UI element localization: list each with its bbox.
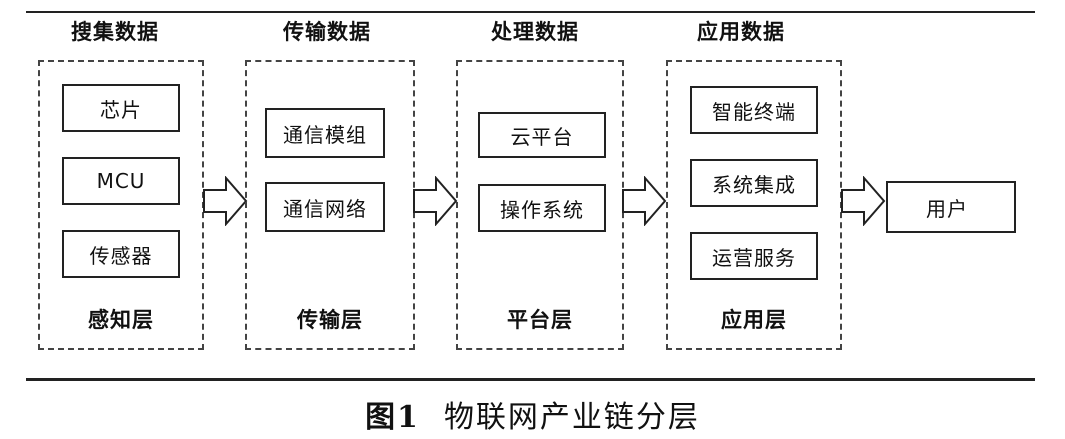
arrow-right-icon <box>413 176 458 226</box>
box-system-integration: 系统集成 <box>690 159 818 207</box>
bottom-rule <box>26 378 1035 381</box>
box-sensor: 传感器 <box>62 230 180 278</box>
figure-caption-text: 物联网产业链分层 <box>443 400 700 435</box>
box-cloud-platform: 云平台 <box>478 112 606 158</box>
figure-number: 图1 <box>365 400 420 435</box>
column-title-collect: 搜集数据 <box>71 20 159 44</box>
box-chip: 芯片 <box>62 84 180 132</box>
column-title-apply: 应用数据 <box>697 20 785 44</box>
arrow-right-icon <box>622 176 667 226</box>
layer-perception: 芯片 MCU 传感器 感知层 <box>38 60 204 350</box>
layer-transmission: 通信模组 通信网络 传输层 <box>245 60 415 350</box>
box-operation-service: 运营服务 <box>690 232 818 280</box>
column-title-process: 处理数据 <box>491 20 579 44</box>
box-comm-network: 通信网络 <box>265 182 385 232</box>
layer-label-transmission: 传输层 <box>297 308 363 332</box>
layer-label-platform: 平台层 <box>507 308 573 332</box>
box-mcu: MCU <box>62 157 180 205</box>
box-comm-module: 通信模组 <box>265 108 385 158</box>
layer-application: 智能终端 系统集成 运营服务 应用层 <box>666 60 842 350</box>
arrow-right-icon <box>841 176 886 226</box>
top-rule <box>26 11 1035 13</box>
layer-label-application: 应用层 <box>721 308 787 332</box>
box-user: 用户 <box>886 181 1016 233</box>
box-operating-system: 操作系统 <box>478 184 606 232</box>
arrow-right-icon <box>203 176 248 226</box>
box-smart-terminal: 智能终端 <box>690 86 818 134</box>
layer-label-perception: 感知层 <box>88 308 154 332</box>
figure-caption: 图1 物联网产业链分层 <box>0 392 1065 436</box>
layer-platform: 云平台 操作系统 平台层 <box>456 60 624 350</box>
column-title-transmit: 传输数据 <box>283 20 371 44</box>
